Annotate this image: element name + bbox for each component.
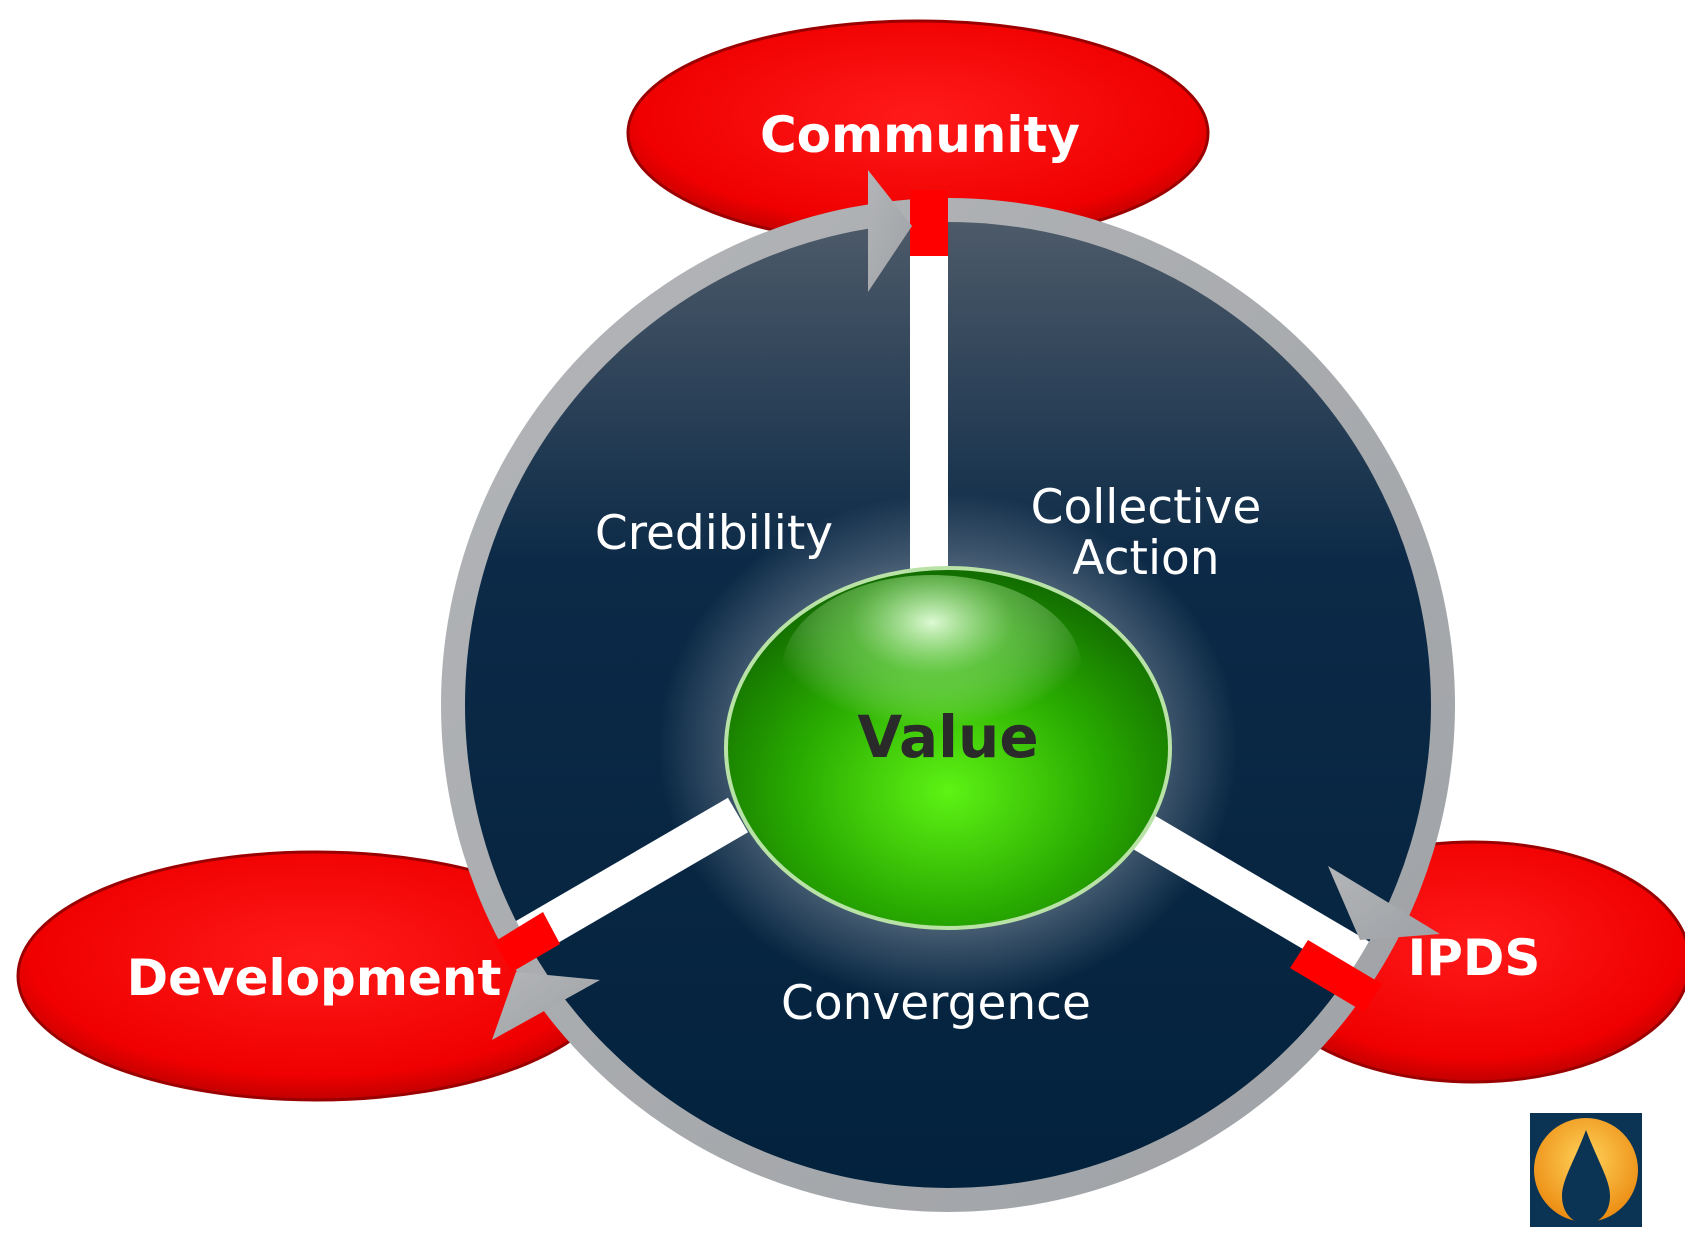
- value-sphere-shine: [782, 575, 1082, 765]
- ring-gap-top: [910, 190, 948, 256]
- community-label: Community: [760, 106, 1080, 164]
- arrow-to-community: [868, 170, 912, 292]
- connector-left: [494, 912, 560, 972]
- connector-right: [1290, 940, 1382, 1012]
- ipds-label: IPDS: [1408, 929, 1541, 987]
- oil-drop-icon: [1530, 1113, 1642, 1227]
- convergence-label: Convergence: [781, 976, 1091, 1031]
- collective-label: Collective: [1031, 480, 1262, 535]
- development-label: Development: [127, 949, 502, 1007]
- arrow-to-development: [492, 972, 600, 1040]
- action-label: Action: [1072, 531, 1219, 586]
- credibility-label: Credibility: [595, 506, 833, 561]
- arrow-to-ipds: [1328, 866, 1440, 940]
- value-label: Value: [857, 703, 1038, 771]
